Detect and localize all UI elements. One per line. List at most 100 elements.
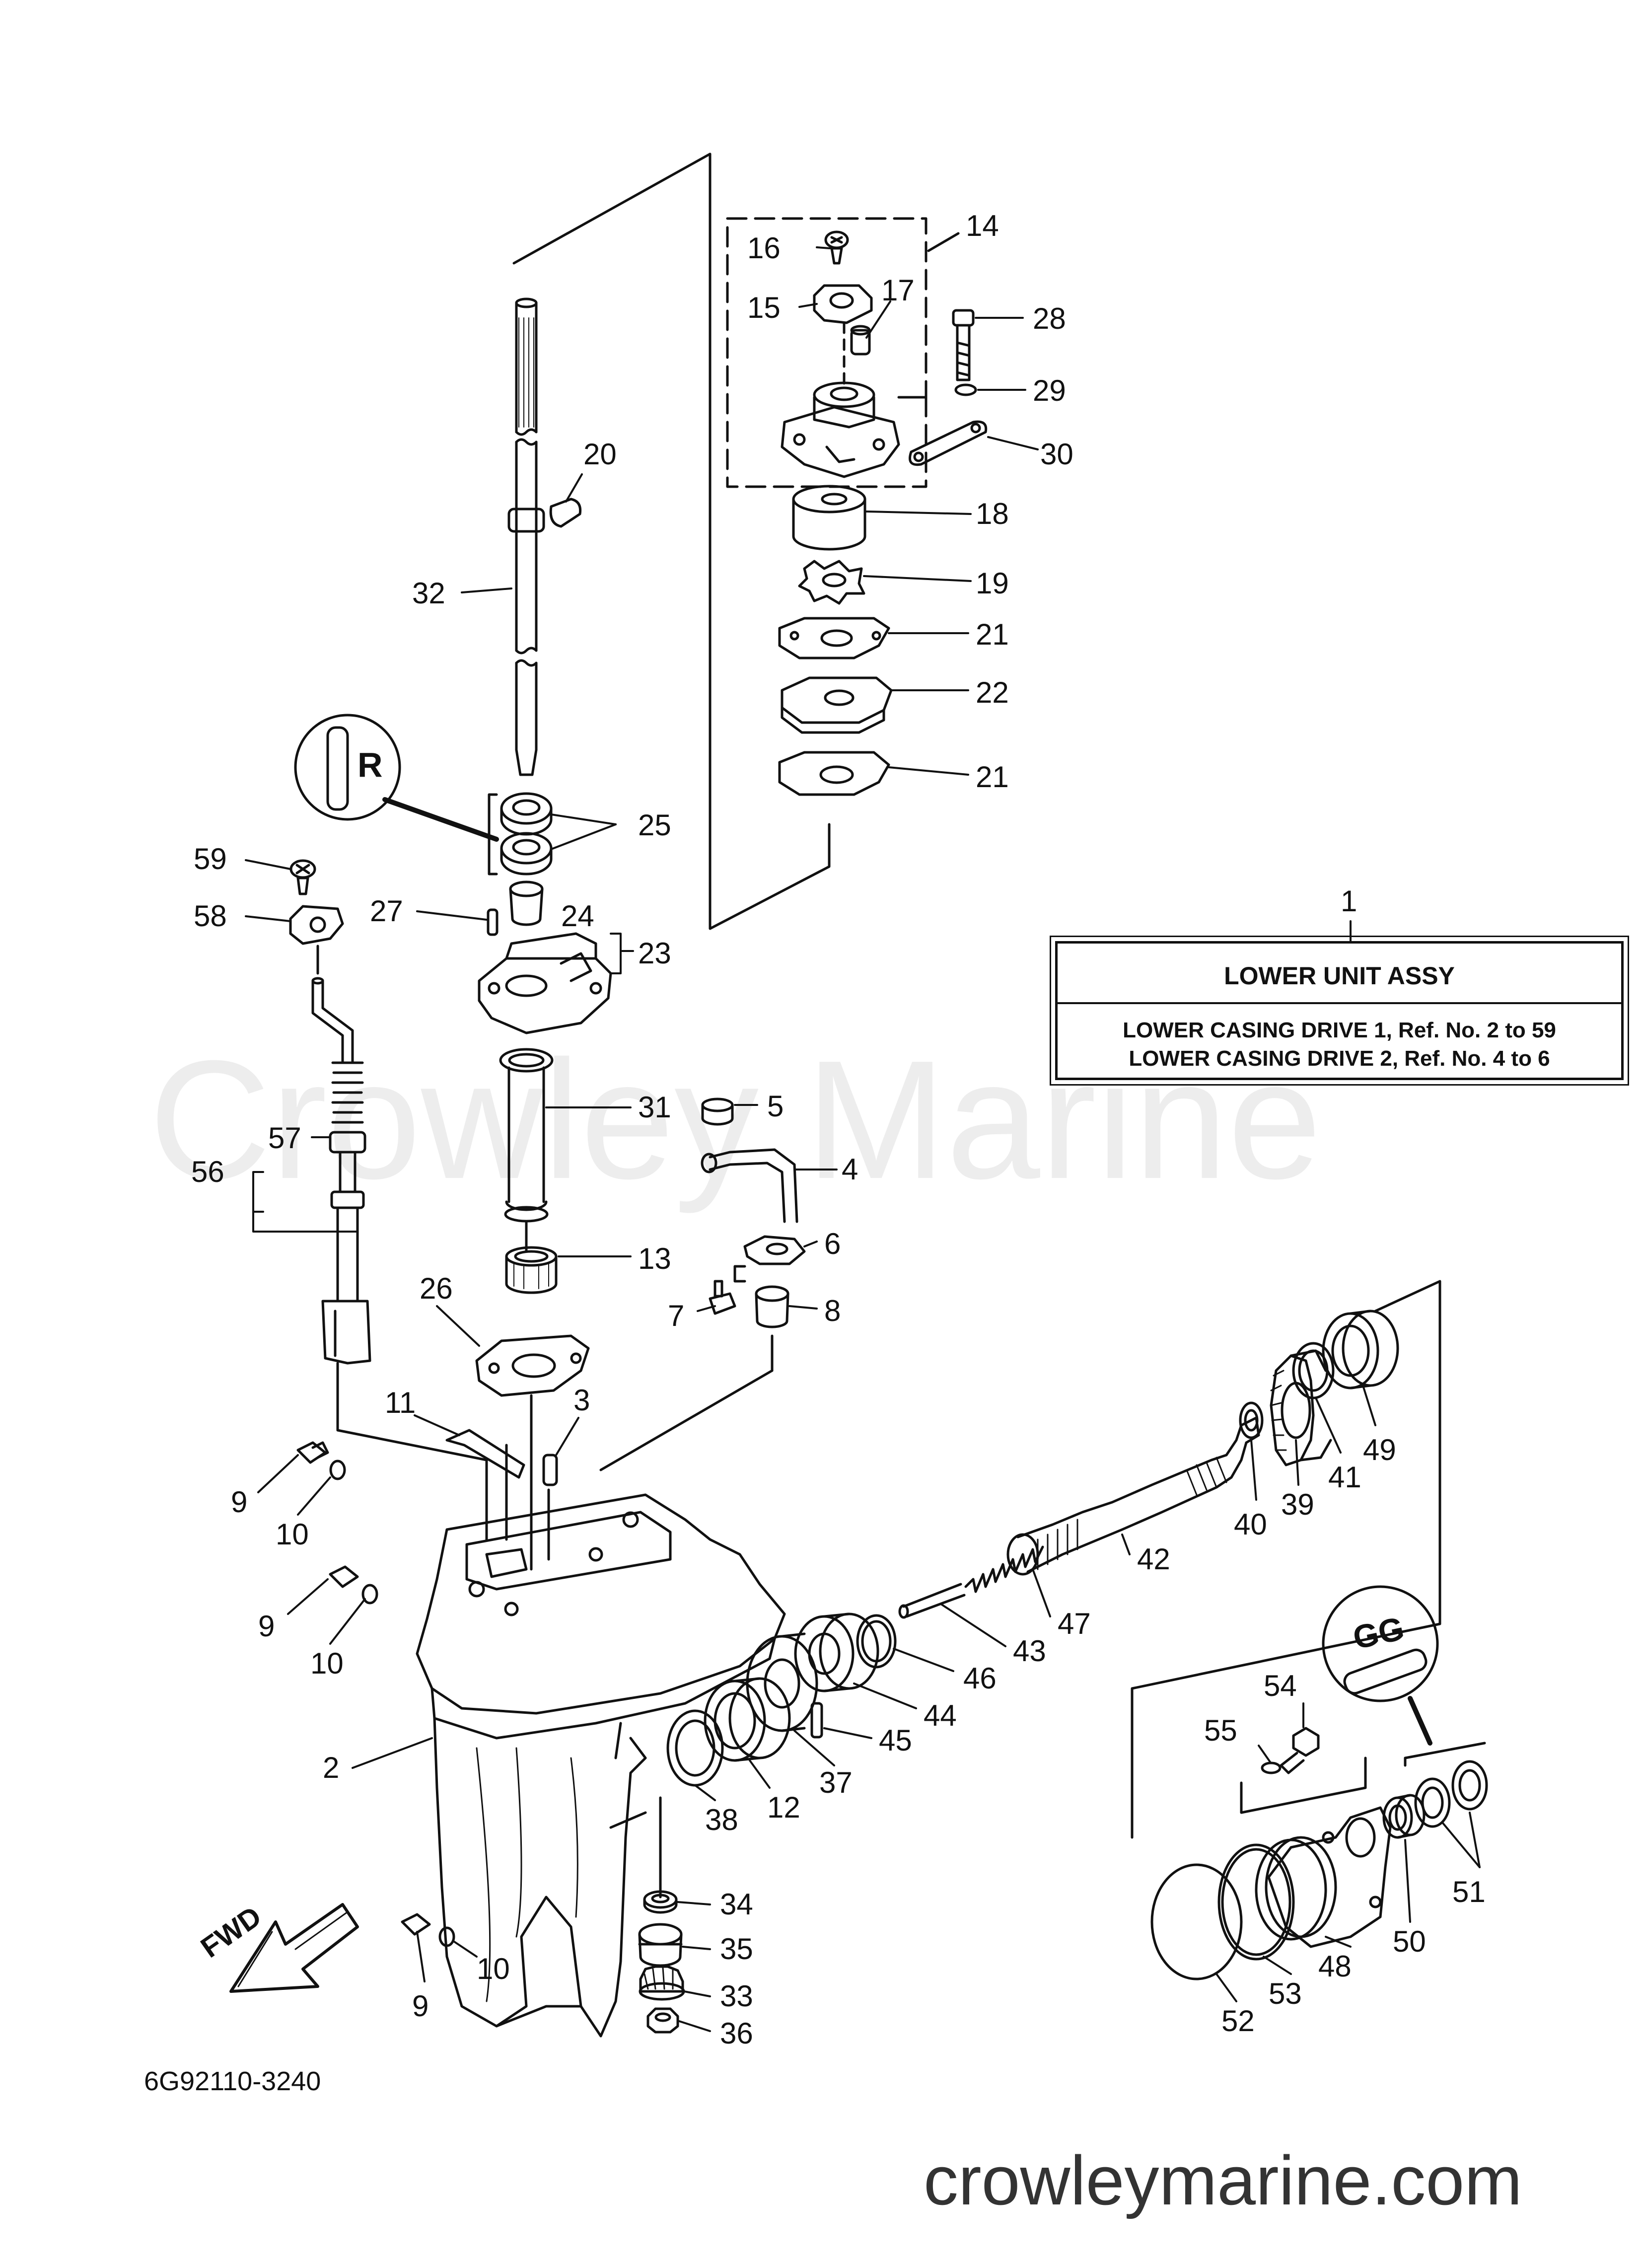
part-47-spring <box>964 1545 1044 1593</box>
part-46-ring <box>856 1614 897 1669</box>
part-6-retainer <box>733 1235 806 1283</box>
part-49-bearing <box>1322 1310 1399 1390</box>
site-url: crowleymarine.com <box>924 2141 1522 2219</box>
part-48-cap <box>1255 1806 1392 1948</box>
part-50-bearing <box>1382 1794 1426 1839</box>
lube-gg-callout <box>1322 1585 1439 1746</box>
callout-8: 8 <box>824 1294 841 1327</box>
part-10-washer-c <box>438 1926 455 1947</box>
rear-cap-bracket <box>1240 1742 1486 1814</box>
part-30-link <box>909 420 988 466</box>
assembly-info-box: LOWER UNIT ASSY LOWER CASING DRIVE 1, Re… <box>1050 936 1629 1086</box>
part-23-pump-base <box>478 932 612 1034</box>
callout-9-c: 9 <box>412 1989 429 2023</box>
callout-9-a: 9 <box>231 1485 248 1519</box>
part-5-grommet <box>701 1097 734 1126</box>
callout-17: 17 <box>881 274 915 307</box>
part-13-bearing <box>505 1246 558 1294</box>
callout-28: 28 <box>1033 302 1066 335</box>
callout-22: 22 <box>976 676 1009 709</box>
part-29-washer <box>954 383 977 396</box>
callout-42: 42 <box>1137 1542 1170 1576</box>
part-40-washer <box>1239 1401 1264 1439</box>
callout-54: 54 <box>1264 1669 1297 1702</box>
callout-45: 45 <box>879 1724 912 1757</box>
part-18-cartridge <box>792 485 866 551</box>
water-pump-kit-box <box>726 217 960 488</box>
part-20-clip <box>549 498 582 528</box>
callout-33: 33 <box>720 1979 753 2013</box>
driveshaft-bracket-lines <box>512 152 831 930</box>
part-33-pinion <box>639 1965 685 2001</box>
callout-11: 11 <box>385 1386 416 1419</box>
assembly-line-1: LOWER CASING DRIVE 1, Ref. No. 2 to 59 <box>1123 1018 1556 1042</box>
callout-31: 31 <box>638 1091 671 1124</box>
callout-13: 13 <box>638 1242 671 1275</box>
part-8-bushing <box>755 1285 789 1372</box>
part-10-washer-b <box>361 1584 378 1605</box>
callout-1: 1 <box>1341 884 1357 918</box>
callout-2: 2 <box>323 1751 340 1784</box>
assembly-line-2: LOWER CASING DRIVE 2, Ref. No. 4 to 6 <box>1129 1046 1550 1071</box>
part-11-plate <box>445 1429 525 1479</box>
callout-51: 51 <box>1452 1875 1486 1908</box>
callout-47: 47 <box>1058 1607 1091 1640</box>
part-17-collar <box>850 325 871 356</box>
fwd-arrow-badge <box>229 1903 359 1993</box>
part-9-screw-a <box>296 1441 329 1464</box>
callout-12: 12 <box>767 1791 800 1824</box>
part-58-bracket <box>289 905 344 975</box>
callout-23: 23 <box>638 937 671 970</box>
callout-4: 4 <box>842 1153 858 1186</box>
callout-50: 50 <box>1393 1925 1426 1958</box>
callout-39: 39 <box>1281 1488 1314 1521</box>
callout-46: 46 <box>963 1662 997 1695</box>
callout-48: 48 <box>1318 1950 1352 1983</box>
callout-leaders <box>245 246 1481 2032</box>
callout-5: 5 <box>767 1090 784 1123</box>
callout-40: 40 <box>1234 1508 1267 1541</box>
callout-58: 58 <box>194 899 227 933</box>
part-52-oring <box>1150 1863 1243 1980</box>
part-42-propeller-shaft <box>1006 1416 1260 1576</box>
diagram-code: 6G92110-3240 <box>144 2066 321 2096</box>
part-56-shift-rod <box>311 977 371 1365</box>
assembly-divider <box>1058 1002 1621 1004</box>
part-15-plate <box>813 284 873 324</box>
callout-55: 55 <box>1204 1714 1237 1747</box>
part-35-bearing <box>638 1923 683 1967</box>
part-39-reverse-gear <box>1270 1349 1332 1466</box>
callout-29: 29 <box>1033 374 1066 407</box>
callout-32: 32 <box>412 577 445 610</box>
callout-24: 24 <box>561 899 594 933</box>
water-pump-housing <box>781 381 900 478</box>
part-21-gasket-lower <box>778 751 890 796</box>
part-51-seals <box>1414 1760 1488 1828</box>
callout-30: 30 <box>1040 438 1073 471</box>
callout-52: 52 <box>1221 2004 1255 2038</box>
part-9-screw-c <box>401 1913 431 1936</box>
callout-35: 35 <box>720 1932 753 1966</box>
callout-59: 59 <box>194 842 227 876</box>
callout-21-upper: 21 <box>976 618 1009 651</box>
callout-6: 6 <box>824 1227 841 1260</box>
callout-7: 7 <box>668 1299 685 1332</box>
callout-18: 18 <box>976 497 1009 530</box>
part-3-pin <box>542 1454 558 1486</box>
callout-10-c: 10 <box>477 1952 510 1985</box>
callout-14: 14 <box>966 209 999 242</box>
part-21-gasket-upper <box>778 617 890 659</box>
part-45-pin <box>810 1702 823 1739</box>
lube-r-label: R <box>357 745 383 784</box>
callout-15: 15 <box>747 291 781 324</box>
callout-3: 3 <box>573 1384 590 1417</box>
part-24-bushing <box>509 880 544 926</box>
part-19-impeller <box>798 560 865 605</box>
lube-r-callout <box>294 714 499 842</box>
part-4-pipe <box>701 1148 798 1223</box>
callout-57: 57 <box>268 1121 301 1155</box>
part-34-washer <box>643 1890 678 1914</box>
callout-19: 19 <box>976 567 1009 600</box>
